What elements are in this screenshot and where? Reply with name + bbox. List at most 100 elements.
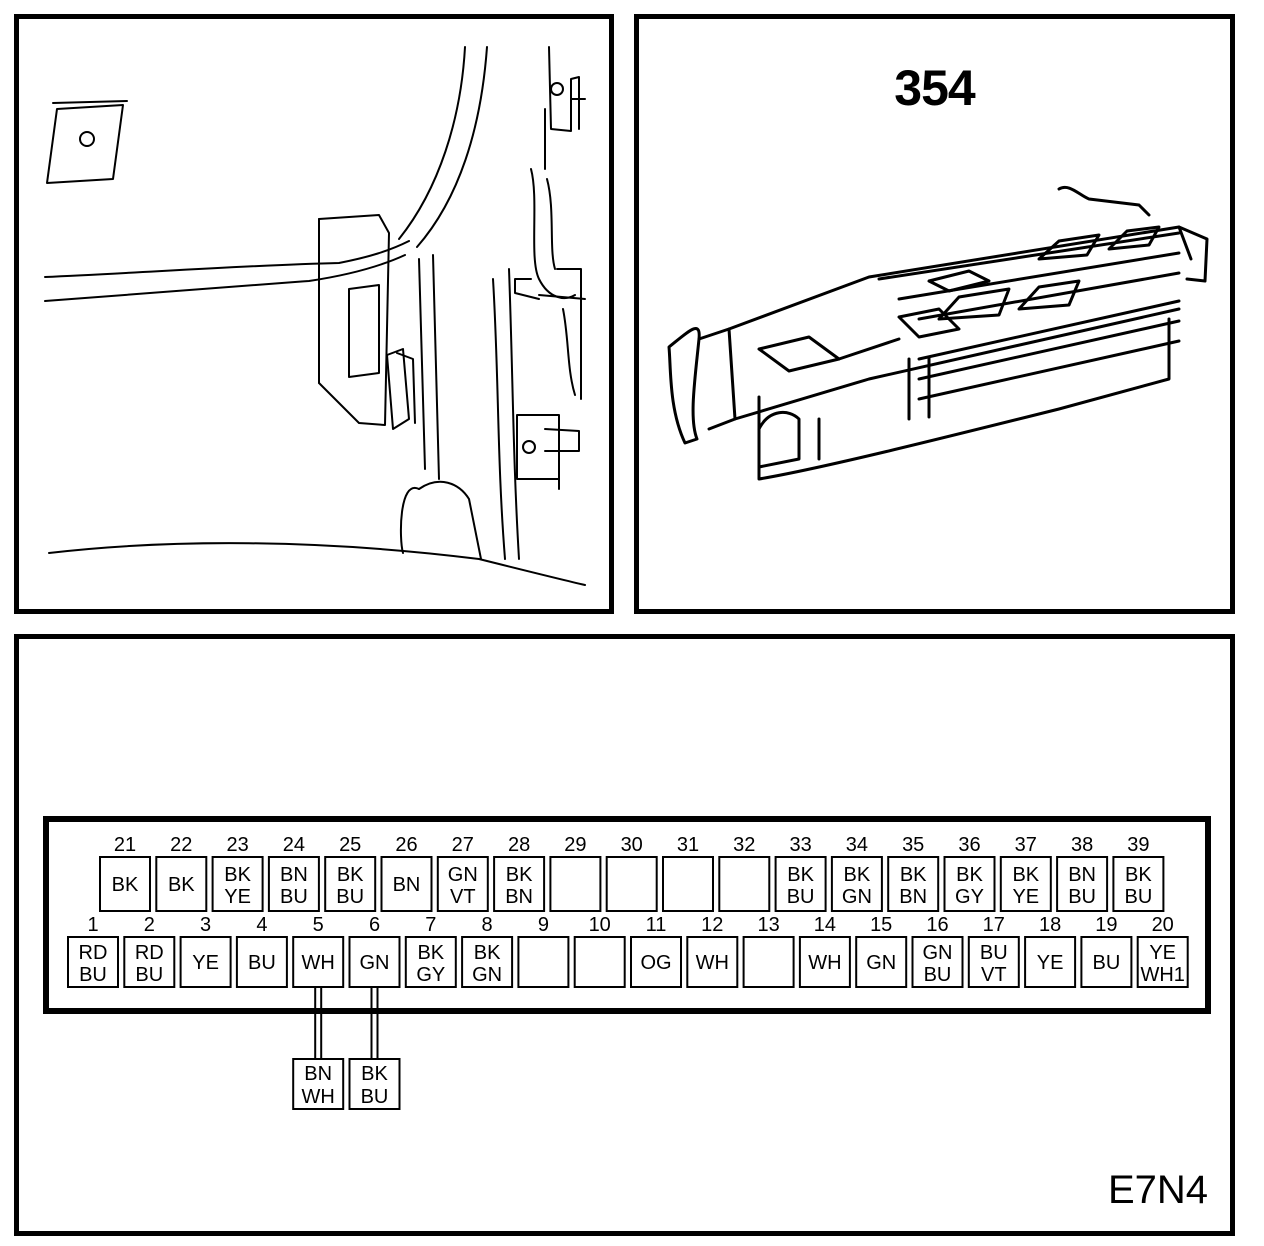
wire-color-stripe: BU: [135, 964, 163, 986]
pin-cavity: [348, 936, 401, 988]
pin-31: 31: [662, 834, 714, 912]
pin-number: 12: [701, 914, 723, 936]
pin-number: 38: [1071, 834, 1093, 856]
pin-cavity: [1024, 936, 1077, 988]
pin-cavity: [436, 856, 489, 912]
wire-color: GN: [360, 952, 390, 974]
wire-color-stripe: YE: [224, 886, 251, 908]
wire-color-stripe: GN: [842, 886, 872, 908]
pin-cavity: [967, 936, 1020, 988]
pin-cavity: [517, 936, 570, 988]
wire-color: WH: [302, 952, 335, 974]
pin-cavity: [324, 856, 377, 912]
pin-number: 15: [870, 914, 892, 936]
pin-5: 5WH: [292, 914, 345, 988]
location-view-panel: [14, 14, 614, 614]
pin-number: 28: [508, 834, 530, 856]
wire-color-stripe: GY: [416, 964, 445, 986]
connector-frame: [43, 816, 1211, 1014]
splice-color-primary: BK: [361, 1063, 388, 1085]
pin-number: 30: [621, 834, 643, 856]
pin-cavity: [774, 856, 827, 912]
wire-color-primary: BK: [956, 864, 983, 886]
pin-cavity: [155, 856, 208, 912]
pin-cavity: [292, 936, 345, 988]
wire-color-primary: BK: [787, 864, 814, 886]
pin-number: 34: [846, 834, 868, 856]
pin-cavity: [742, 936, 795, 988]
pin-cavity: [211, 856, 264, 912]
wire-color: BK: [112, 874, 139, 896]
wire-color-stripe: GN: [472, 964, 502, 986]
wire-color-primary: BN: [1068, 864, 1096, 886]
wire-color-stripe: BU: [1125, 886, 1153, 908]
pin-cavity: [235, 936, 288, 988]
wire-color-stripe: WH1: [1140, 964, 1184, 986]
pinout-diagram: 21BK22BK23BKYE24BNBU25BKBU26BN27GNVT28BK…: [43, 816, 1211, 1110]
pin-number: 24: [283, 834, 305, 856]
pin-number: 10: [589, 914, 611, 936]
wire-color-primary: YE: [1149, 942, 1176, 964]
pin-number: 20: [1152, 914, 1174, 936]
wire-color-primary: GN: [448, 864, 478, 886]
pin-number: 39: [1127, 834, 1149, 856]
pin-10: 10: [573, 914, 626, 988]
wire-color-primary: BK: [474, 942, 501, 964]
wire-color-stripe: VT: [450, 886, 476, 908]
wire-color-primary: GN: [923, 942, 953, 964]
pin-cavity: [855, 936, 908, 988]
pin-cavity: [798, 936, 851, 988]
wire-color-stripe: GY: [955, 886, 984, 908]
splice-color-stripe: BU: [361, 1086, 389, 1108]
wire-color: WH: [696, 952, 729, 974]
wire-color: BU: [1093, 952, 1121, 974]
pin-number: 5: [313, 914, 324, 936]
wire-color: BU: [248, 952, 276, 974]
wire-color-stripe: BN: [899, 886, 927, 908]
wire-color-primary: BK: [506, 864, 533, 886]
pin-number: 18: [1039, 914, 1061, 936]
pin-number: 4: [256, 914, 267, 936]
splice-box: [292, 1058, 345, 1110]
pin-number: 1: [87, 914, 98, 936]
pin-number: 37: [1015, 834, 1037, 856]
pin-29: 29: [549, 834, 602, 912]
wire-color-primary: BK: [224, 864, 251, 886]
pin-number: 19: [1095, 914, 1117, 936]
pin-cavity: [1112, 856, 1165, 912]
pin-number: 11: [646, 914, 667, 936]
pin-number: 13: [757, 914, 779, 936]
pin-number: 6: [369, 914, 380, 936]
pin-cavity: [573, 936, 626, 988]
pin-cavity: [911, 936, 964, 988]
wire-color-stripe: BU: [1068, 886, 1096, 908]
pin-cavity: [887, 856, 940, 912]
pin-number: 26: [395, 834, 417, 856]
pin-number: 7: [425, 914, 436, 936]
figure-number: 354: [894, 60, 975, 116]
wire-color: BN: [393, 874, 421, 896]
pin-cavity: [67, 936, 119, 988]
wire-color: WH: [808, 952, 841, 974]
pin-number: 29: [564, 834, 586, 856]
pin-number: 2: [144, 914, 155, 936]
pin-cavity: [549, 856, 602, 912]
wire-color-stripe: BU: [280, 886, 308, 908]
